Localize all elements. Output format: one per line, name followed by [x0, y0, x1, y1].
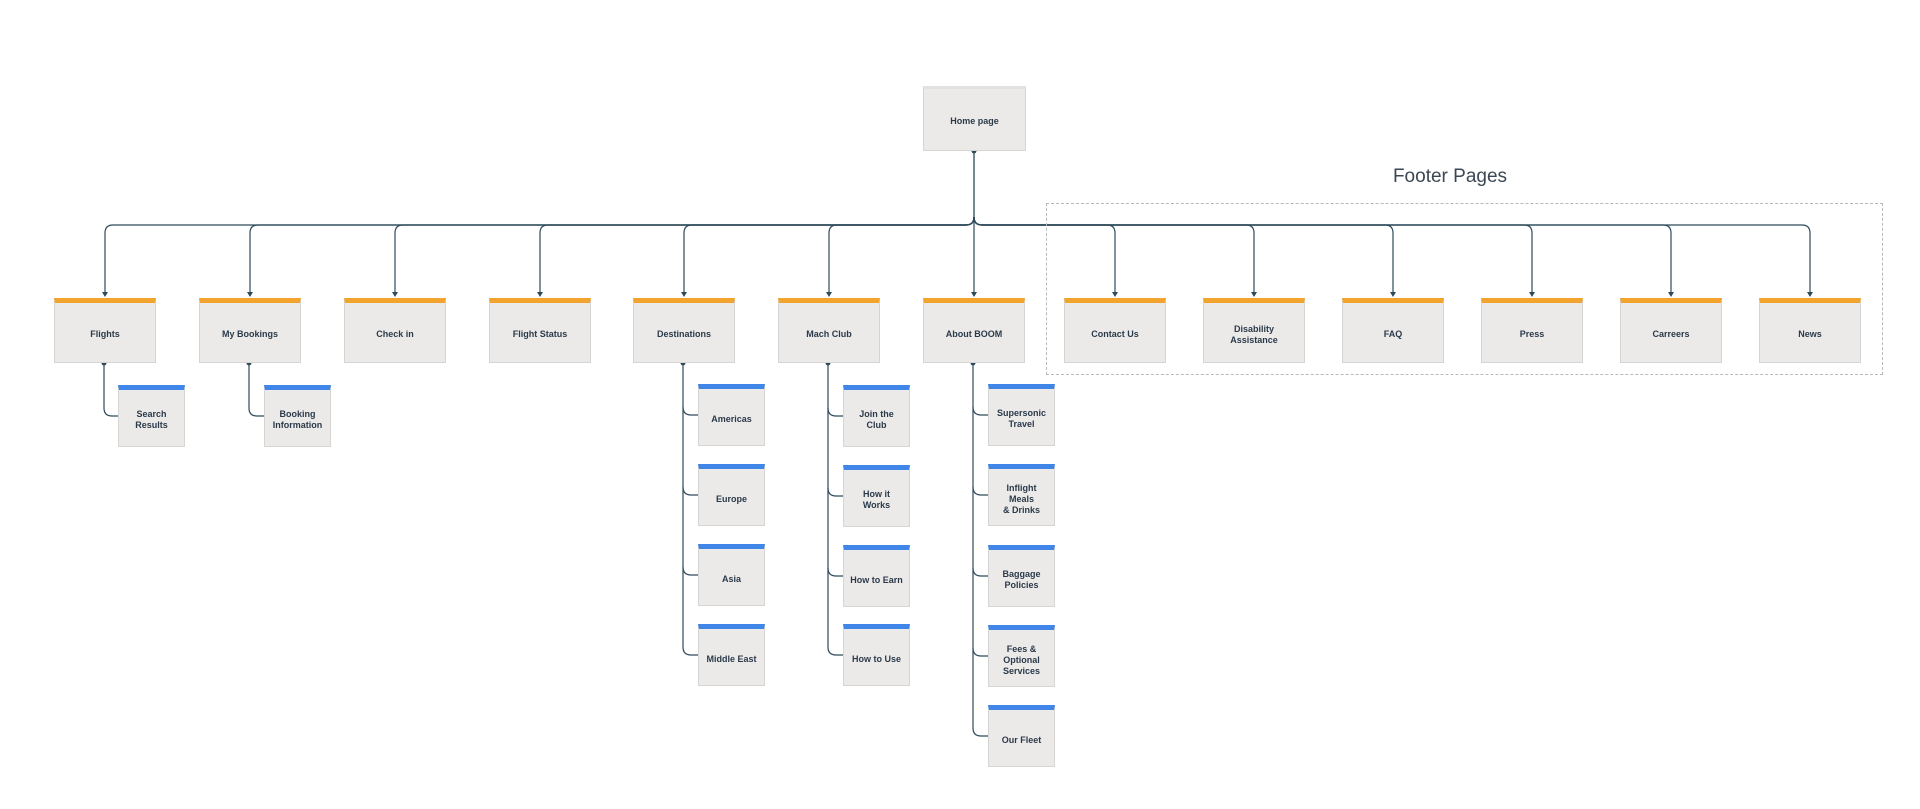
arrow-flight-status [537, 292, 543, 297]
branch-our-fleet [972, 727, 988, 737]
node-inflight-meals-drinks[interactable]: Inflight Meals & Drinks [988, 464, 1055, 526]
arrow-faq [1390, 292, 1396, 297]
node-disability-assistance[interactable]: Disability Assistance [1203, 298, 1305, 363]
branch-search-results [103, 407, 118, 417]
arrow-flights [102, 292, 108, 297]
arrow-about-boom [971, 292, 977, 297]
node-our-fleet[interactable]: Our Fleet [988, 705, 1055, 767]
arrow-my-bookings [247, 292, 253, 297]
arrow-disability-assistance [1251, 292, 1257, 297]
node-home-page[interactable]: Home page [923, 86, 1026, 151]
node-press[interactable]: Press [1481, 298, 1583, 363]
branch-supersonic-travel [972, 406, 988, 416]
branch-how-to-use [827, 646, 843, 656]
node-news[interactable]: News [1759, 298, 1861, 363]
node-join-the-club[interactable]: Join the Club [843, 385, 910, 447]
arrow-news [1807, 292, 1813, 297]
node-supersonic-travel[interactable]: Supersonic Travel [988, 384, 1055, 446]
node-americas[interactable]: Americas [698, 384, 765, 446]
branch-join-the-club [827, 407, 843, 417]
connector-news [973, 216, 1811, 295]
node-middle-east[interactable]: Middle East [698, 624, 765, 686]
node-asia[interactable]: Asia [698, 544, 765, 606]
node-check-in[interactable]: Check in [344, 298, 446, 363]
node-flights[interactable]: Flights [54, 298, 156, 363]
arrow-check-in [392, 292, 398, 297]
arrow-press [1529, 292, 1535, 297]
node-carreers[interactable]: Carreers [1620, 298, 1722, 363]
node-how-it-works[interactable]: How it Works [843, 465, 910, 527]
connector-my-bookings [249, 216, 975, 295]
node-search-results[interactable]: Search Results [118, 385, 185, 447]
branch-baggage-policies [972, 567, 988, 577]
node-mach-club[interactable]: Mach Club [778, 298, 880, 363]
arrow-destinations [681, 292, 687, 297]
arrow-carreers [1668, 292, 1674, 297]
node-baggage-policies[interactable]: Baggage Policies [988, 545, 1055, 607]
branch-americas [682, 406, 698, 416]
connector-mach-club [828, 216, 975, 295]
node-how-to-use[interactable]: How to Use [843, 624, 910, 686]
connector-flight-status [539, 216, 975, 295]
node-europe[interactable]: Europe [698, 464, 765, 526]
branch-how-it-works [827, 487, 843, 497]
footer-pages-group [1046, 203, 1883, 375]
branch-europe [682, 486, 698, 496]
node-destinations[interactable]: Destinations [633, 298, 735, 363]
node-faq[interactable]: FAQ [1342, 298, 1444, 363]
node-booking-information[interactable]: Booking Information [264, 385, 331, 447]
node-flight-status[interactable]: Flight Status [489, 298, 591, 363]
node-fees-optional-services[interactable]: Fees & Optional Services [988, 625, 1055, 687]
branch-fees-optional-services [972, 647, 988, 657]
branch-booking-information [248, 407, 264, 417]
footer-pages-label: Footer Pages [1392, 166, 1508, 187]
node-about-boom[interactable]: About BOOM [923, 298, 1025, 363]
node-my-bookings[interactable]: My Bookings [199, 298, 301, 363]
branch-how-to-earn [827, 567, 843, 577]
node-contact-us[interactable]: Contact Us [1064, 298, 1166, 363]
branch-inflight-meals-drinks [972, 486, 988, 496]
arrow-contact-us [1112, 292, 1118, 297]
branch-middle-east [682, 646, 698, 656]
node-how-to-earn[interactable]: How to Earn [843, 545, 910, 607]
branch-asia [682, 566, 698, 576]
arrow-mach-club [826, 292, 832, 297]
